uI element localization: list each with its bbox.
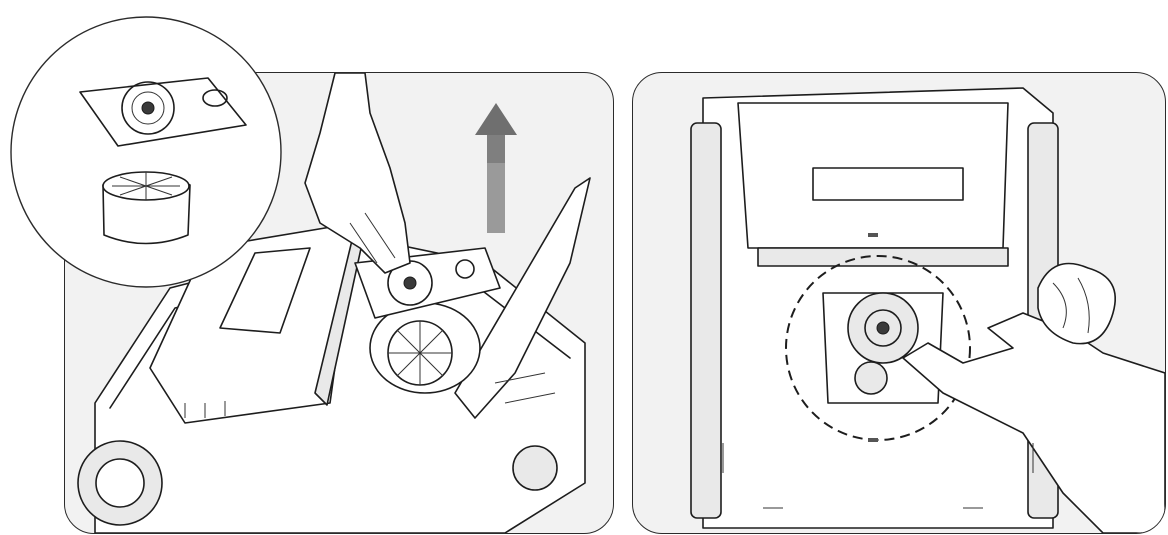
chamber-mark (868, 438, 878, 442)
panel-clean-interior (632, 72, 1166, 534)
inlet-port (855, 362, 887, 394)
filter-basket-spokes (388, 321, 452, 385)
robot-top-view-illustration (633, 73, 1165, 533)
panel-remove-filter (64, 72, 614, 534)
open-lid (738, 103, 1008, 248)
up-arrow-icon (475, 103, 517, 233)
cover-grille-center (404, 277, 416, 289)
impeller-center (877, 322, 889, 334)
lid-mark (868, 233, 878, 237)
front-wheel-hub (96, 459, 144, 507)
robot-open-lid-illustration (65, 73, 613, 533)
rear-wheel (513, 446, 557, 490)
left-track (691, 123, 721, 518)
